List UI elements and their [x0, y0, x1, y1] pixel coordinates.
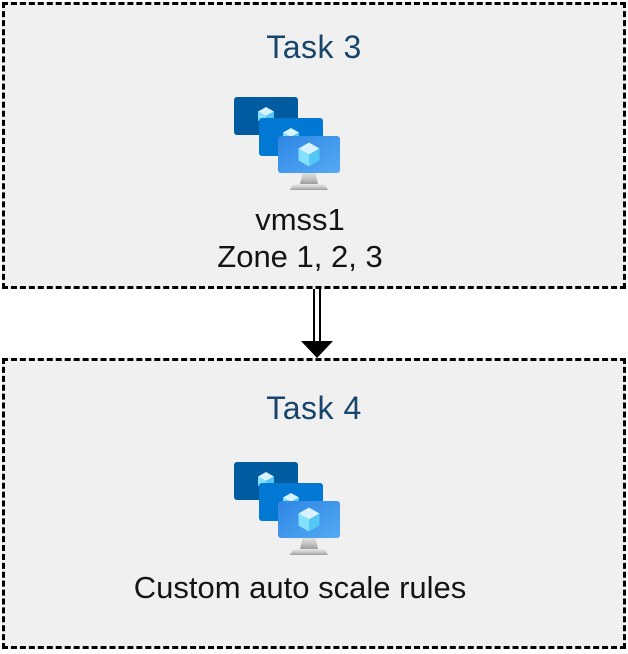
task4-box: Task 4 Custom auto scale rules — [2, 358, 626, 649]
task3-box: Task 3 vmss1 Zone 1, 2, 3 — [2, 2, 626, 289]
task3-title: Task 3 — [266, 29, 362, 65]
vmss-icon — [234, 462, 340, 555]
task3-label-line2: Zone 1, 2, 3 — [217, 239, 383, 274]
connector-task3-to-task4 — [0, 289, 628, 358]
vmss-icon — [234, 97, 340, 190]
connector-shaft — [313, 289, 321, 341]
task4-label-line1: Custom auto scale rules — [133, 570, 467, 605]
task4-title: Task 4 — [266, 390, 362, 426]
task4-label: Custom auto scale rules — [0, 569, 609, 606]
connector-arrowhead-icon — [301, 341, 333, 358]
task3-label: vmss1 Zone 1, 2, 3 — [0, 201, 609, 275]
task3-label-line1: vmss1 — [255, 202, 345, 237]
